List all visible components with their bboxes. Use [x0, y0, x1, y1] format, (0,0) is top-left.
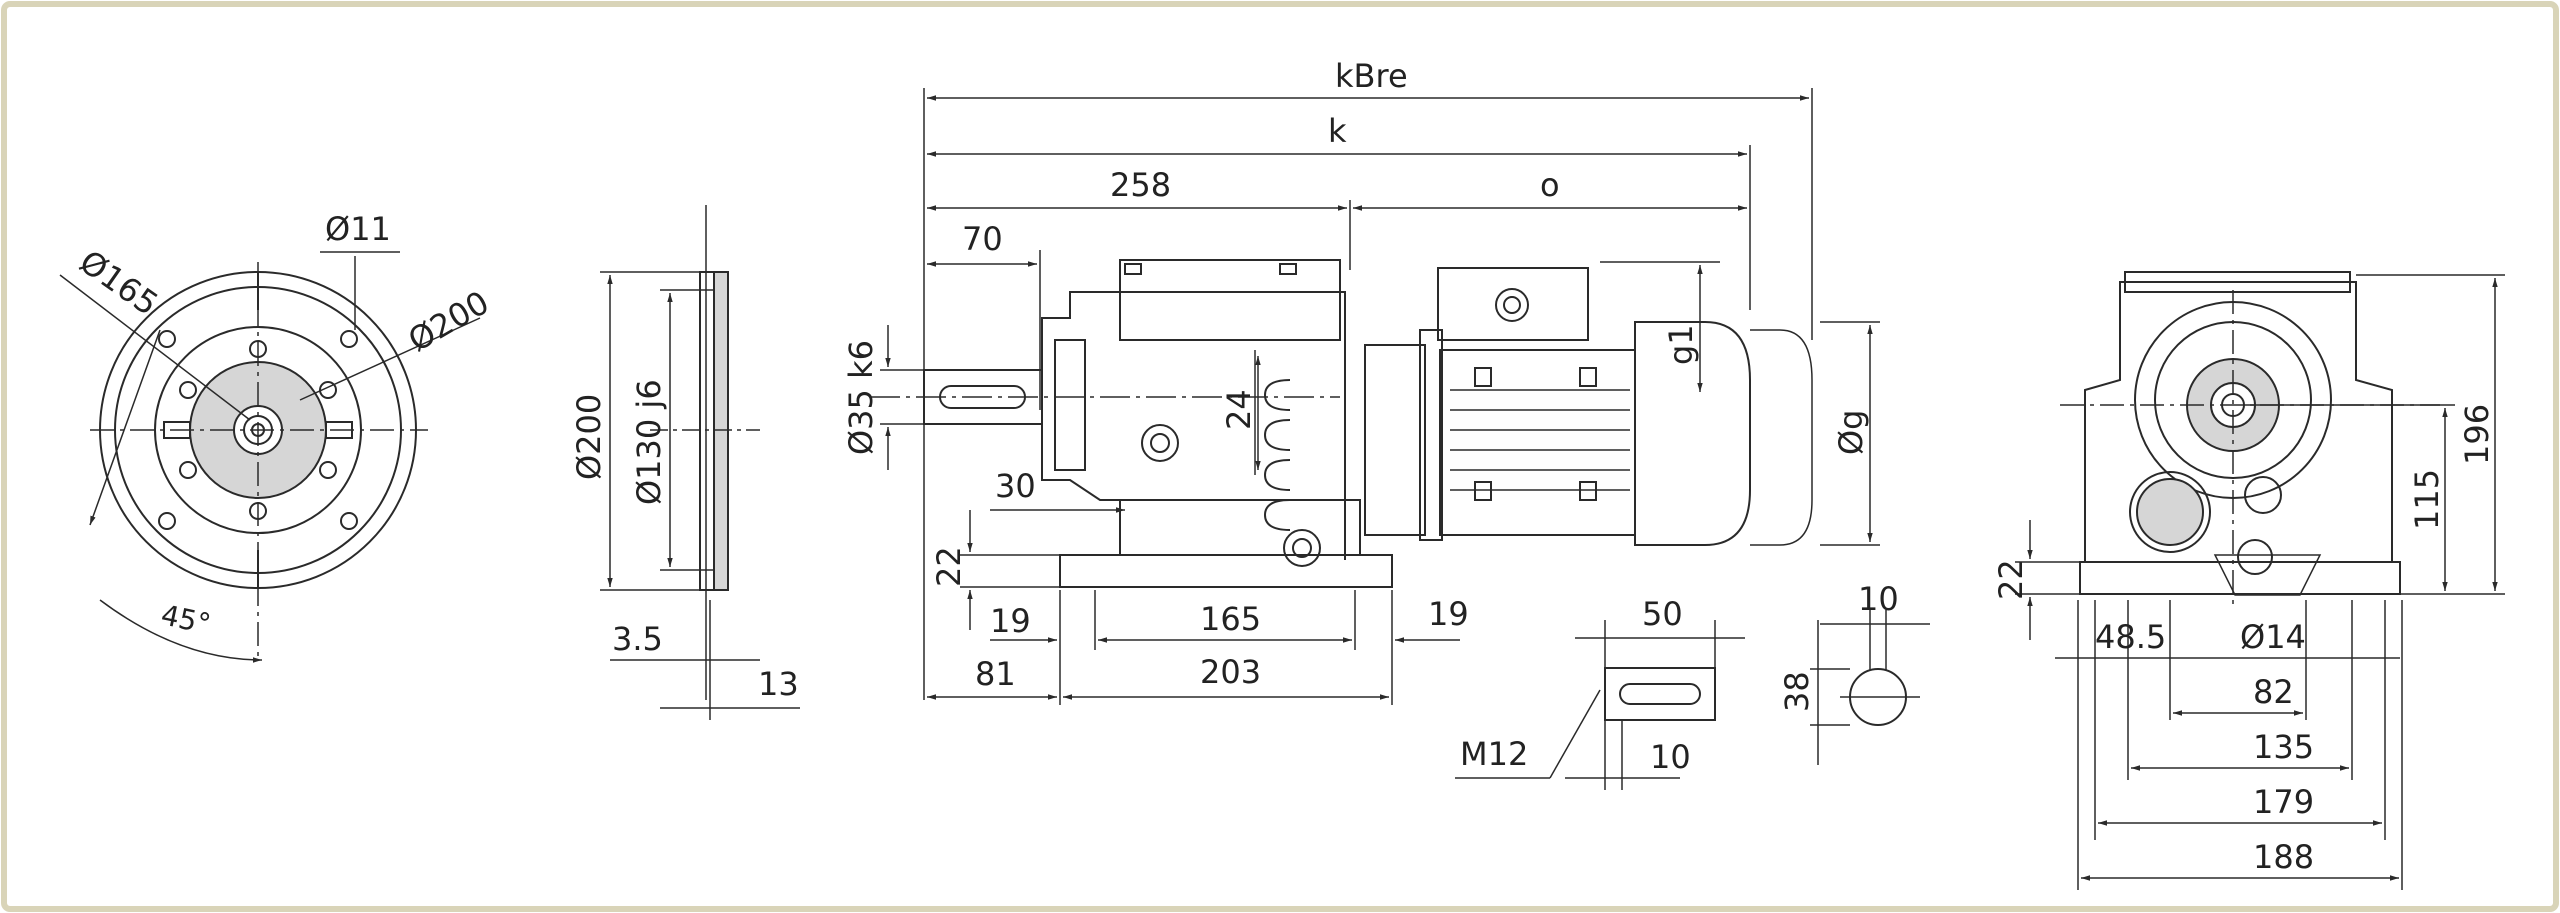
dim-kBre: kBre: [1335, 57, 1408, 95]
dim-3-5: 3.5: [612, 620, 663, 658]
dim-82: 82: [2253, 673, 2294, 711]
dim-19-right: 19: [1428, 595, 1469, 633]
end-view: [2015, 271, 2505, 890]
dim-50: 50: [1642, 595, 1683, 633]
dim-258: 258: [1110, 166, 1171, 204]
dim-g1: g1: [1662, 324, 1700, 365]
front-flange-view: [59, 251, 481, 663]
dim-179: 179: [2253, 783, 2314, 821]
gearmotor-side-view: [870, 88, 1880, 705]
dim-d130-j6: Ø130 j6: [630, 379, 668, 505]
dim-dg: Øg: [1832, 410, 1870, 456]
dim-22-side: 22: [930, 546, 968, 587]
dim-38: 38: [1778, 671, 1816, 712]
dim-d11: Ø11: [325, 210, 391, 248]
dim-shaft-d35-k6: Ø35 k6: [842, 340, 880, 455]
dim-k: k: [1328, 112, 1347, 150]
dim-48-5: 48.5: [2095, 618, 2166, 656]
dim-10-key: 10: [1650, 738, 1691, 776]
shaft-section-detail: [1810, 610, 1930, 765]
dim-22-end: 22: [1992, 559, 2030, 600]
key-detail: [1455, 620, 1745, 790]
dim-81: 81: [975, 655, 1016, 693]
dim-135: 135: [2253, 728, 2314, 766]
dim-203: 203: [1200, 653, 1261, 691]
dim-10-shaft: 10: [1858, 580, 1899, 618]
dim-m12: M12: [1460, 735, 1528, 773]
dim-196: 196: [2458, 404, 2496, 465]
dim-115: 115: [2408, 469, 2446, 530]
dim-24: 24: [1220, 389, 1258, 430]
dim-13: 13: [758, 665, 799, 703]
dim-30: 30: [995, 467, 1036, 505]
dim-70: 70: [962, 220, 1003, 258]
dim-o: o: [1540, 166, 1560, 204]
dim-19-left: 19: [990, 602, 1031, 640]
dim-d14: Ø14: [2240, 618, 2306, 656]
dim-165: 165: [1200, 600, 1261, 638]
dim-d200-flange: Ø200: [570, 394, 608, 480]
flange-side-view: [600, 205, 800, 720]
dim-188: 188: [2253, 838, 2314, 876]
